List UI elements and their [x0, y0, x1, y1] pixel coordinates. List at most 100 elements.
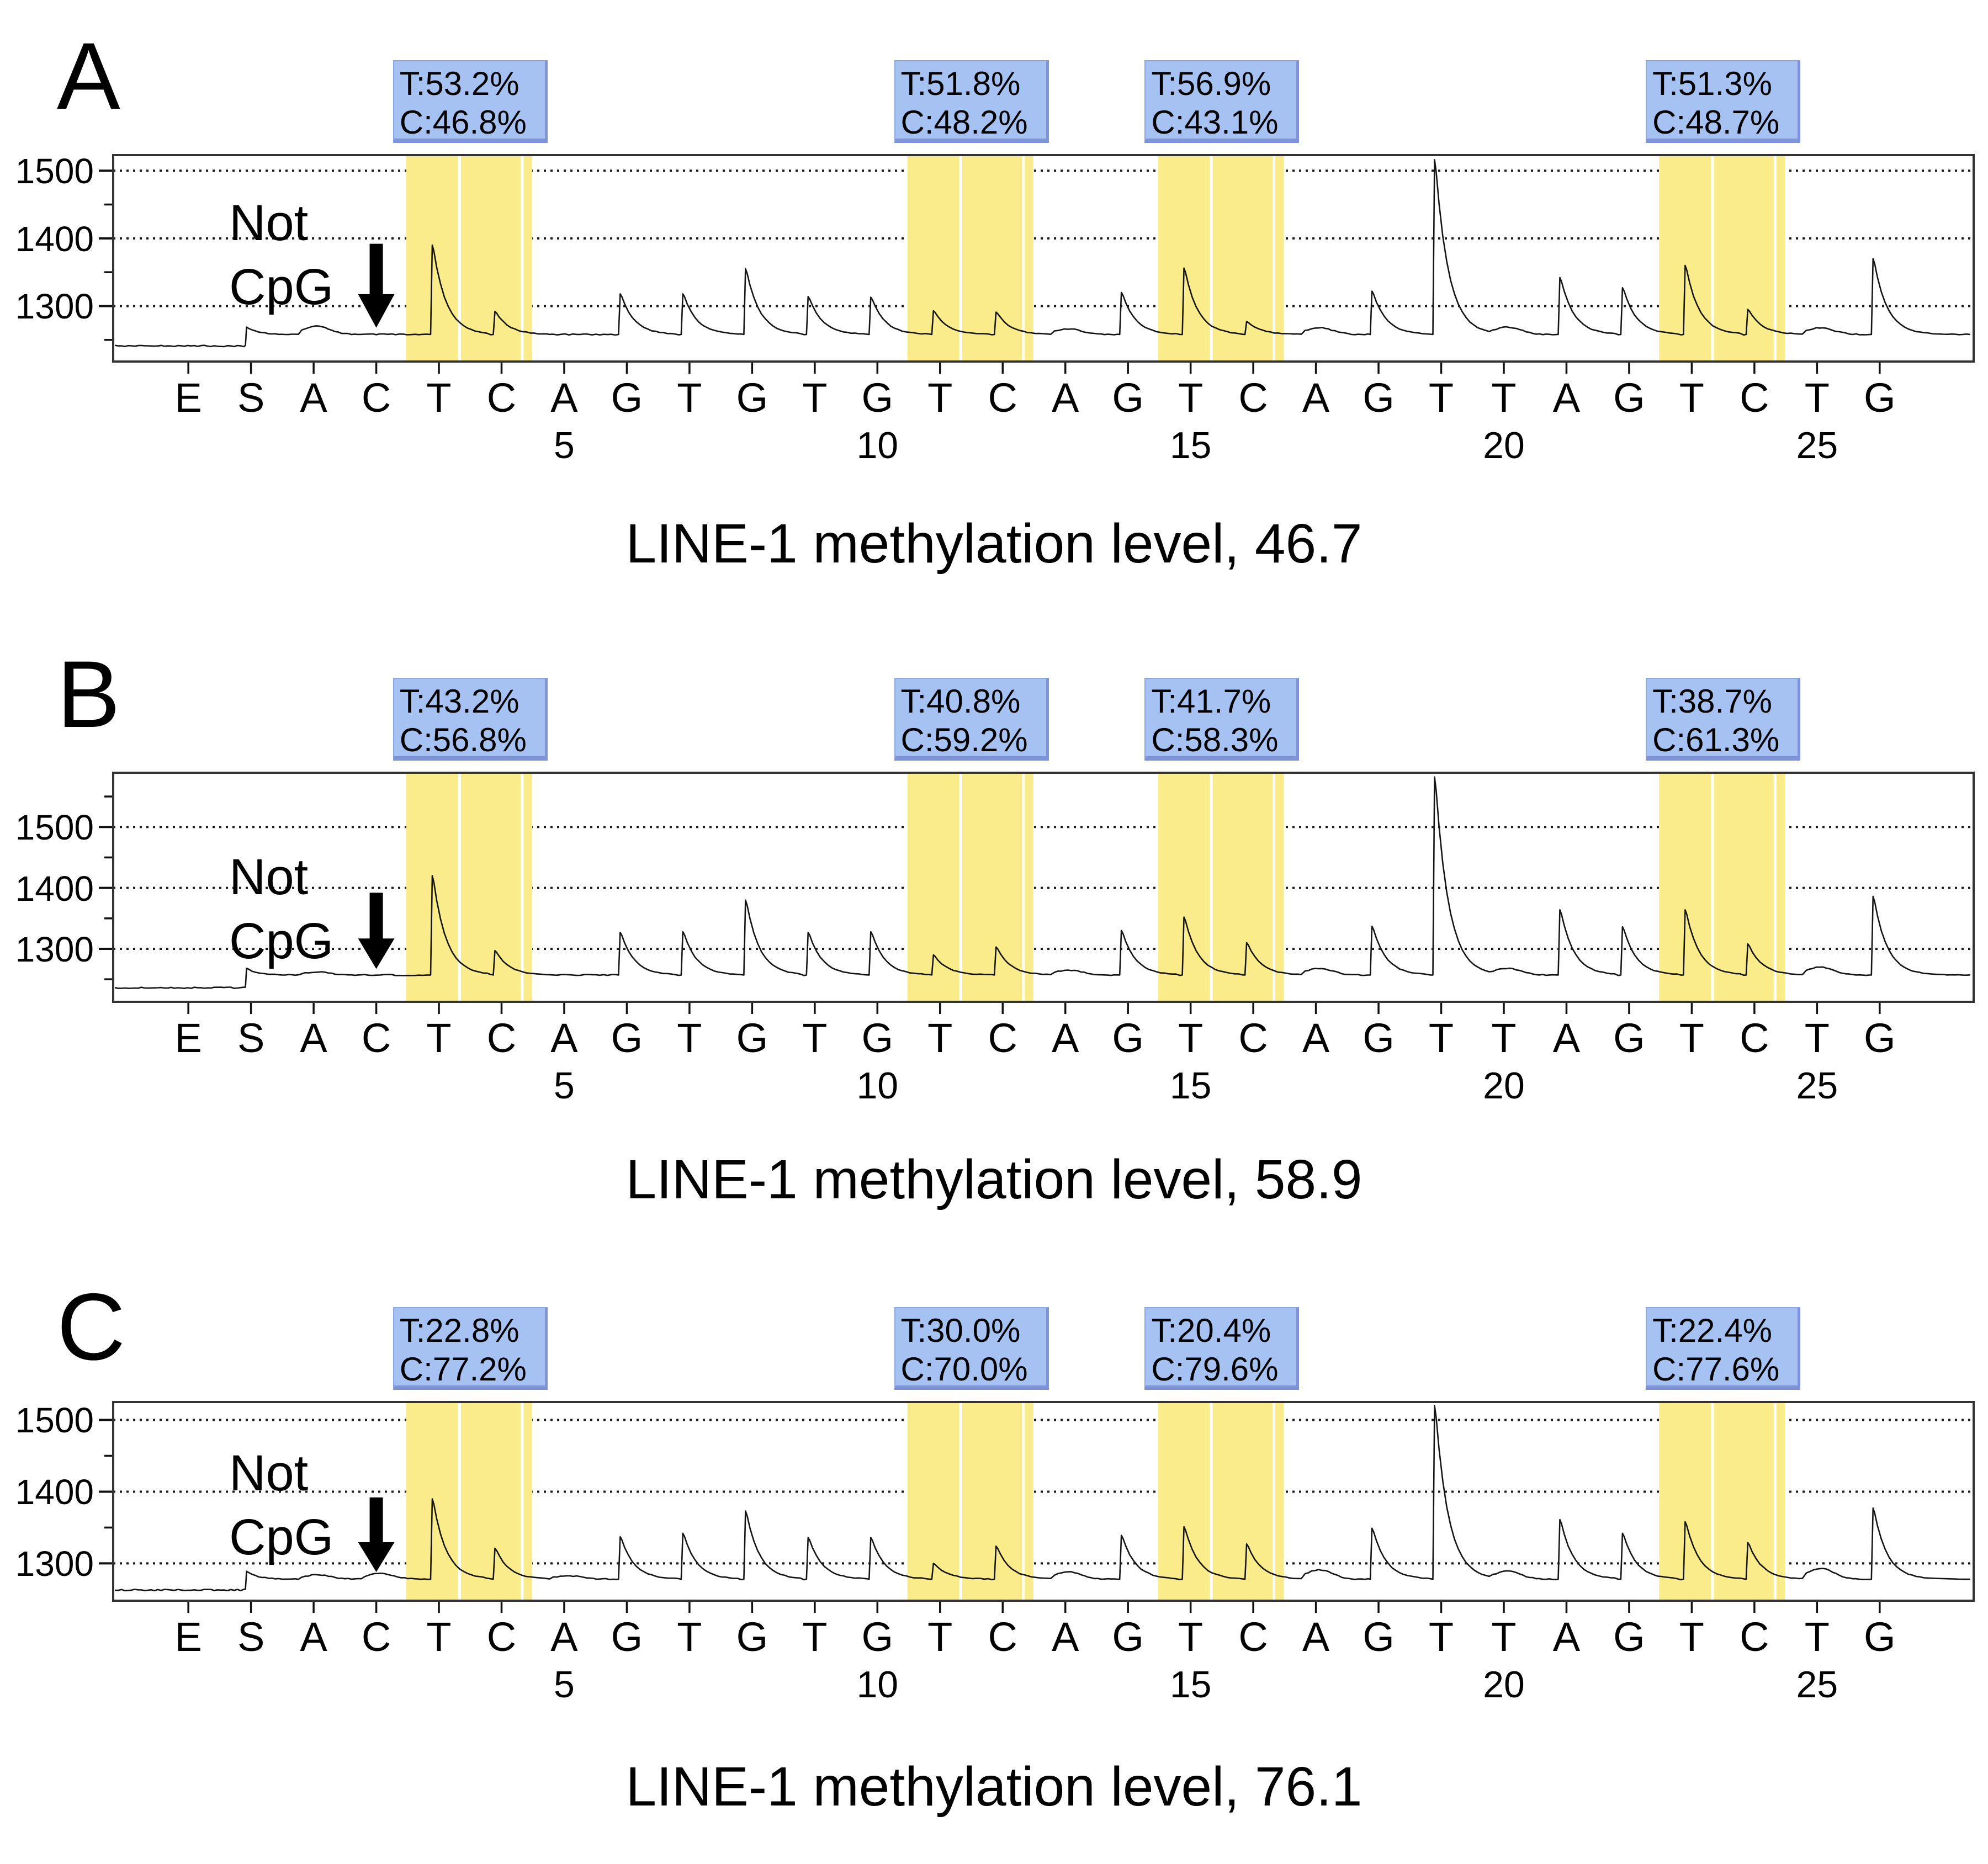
sequence-letter: A	[1052, 375, 1079, 421]
dispensation-number: 25	[1796, 424, 1838, 466]
sequence-letter: C	[988, 1614, 1017, 1660]
c-percent: C:61.3%	[1652, 721, 1780, 758]
dispensation-number: 25	[1796, 1664, 1838, 1706]
sequence-letter: C	[361, 1614, 391, 1660]
cpg-percent-box: T:22.8% C:77.2%	[393, 1307, 548, 1390]
c-percent: C:77.6%	[1652, 1351, 1780, 1388]
caption: LINE-1 methylation level, 46.7	[625, 513, 1363, 575]
caption: LINE-1 methylation level, 58.9	[625, 1149, 1363, 1210]
sequence-letter: G	[861, 375, 894, 421]
dispensation-number: 10	[856, 424, 899, 466]
sequence-letter: A	[300, 375, 327, 421]
sequence-letter: S	[237, 1015, 265, 1061]
sequence-letter: A	[300, 1015, 327, 1061]
sequence-letter: T	[1804, 1614, 1830, 1660]
sequence-letter: C	[486, 375, 517, 421]
c-percent: C:59.2%	[900, 721, 1028, 758]
cpg-highlight	[907, 774, 1033, 1001]
cpg-percent-box: T:43.2% C:56.8%	[393, 678, 548, 761]
sequence-letter: C	[361, 375, 391, 421]
cpg-highlight	[1158, 156, 1284, 361]
c-percent: C:79.6%	[1151, 1351, 1279, 1388]
sequence-letter: G	[1112, 1015, 1144, 1061]
t-percent: T:22.8%	[399, 1312, 519, 1349]
sequence-letter: T	[1428, 1015, 1454, 1061]
sequence-letter: T	[802, 375, 828, 421]
y-tick-label: 1500	[15, 1400, 94, 1441]
sequence-letter: T	[1491, 375, 1517, 421]
sequence-letter: A	[1552, 1015, 1581, 1061]
dispensation-number: 5	[554, 424, 575, 466]
sequence-letter: T	[1491, 1614, 1517, 1660]
dispensation-number: 10	[856, 1664, 899, 1706]
c-percent: C:70.0%	[900, 1351, 1028, 1388]
sequence-letter: T	[677, 1614, 702, 1660]
cpg-highlight	[406, 1403, 533, 1600]
c-percent: C:43.1%	[1151, 104, 1279, 141]
c-percent: C:56.8%	[399, 721, 527, 758]
not-cpg-arrow-icon	[358, 243, 395, 328]
cpg-percent-box: T:41.7% C:58.3%	[1144, 678, 1300, 761]
not-cpg-label: Not CpG	[229, 194, 334, 315]
sequence-letter: A	[1052, 1015, 1079, 1061]
sequence-letter: C	[1238, 1614, 1268, 1660]
sequence-letter: A	[550, 375, 578, 421]
sequence-letter: G	[861, 1015, 894, 1061]
sequence-letter: A	[1302, 1015, 1330, 1061]
sequence-letter: T	[1679, 1614, 1704, 1660]
plot-border	[112, 1401, 1975, 1602]
dispensation-number: 15	[1169, 1664, 1212, 1706]
pyrogram-trace	[114, 159, 1970, 348]
c-percent: C:46.8%	[399, 104, 527, 141]
sequence-letter: G	[1864, 375, 1896, 421]
cpg-percent-box: T:51.8% C:48.2%	[894, 60, 1049, 143]
sequence-letter: E	[174, 375, 202, 421]
sequence-letter: T	[1804, 375, 1830, 421]
y-tick-label: 1300	[15, 286, 94, 327]
sequence-letter: C	[361, 1015, 391, 1061]
sequence-letter: G	[1363, 1614, 1395, 1660]
sequence-letter: T	[426, 375, 452, 421]
dispensation-number: 20	[1483, 1065, 1525, 1107]
c-percent: C:58.3%	[1151, 721, 1279, 758]
pyrogram-panel	[99, 1401, 1975, 1613]
cpg-highlight	[1659, 1403, 1785, 1600]
sequence-letter: T	[802, 1614, 828, 1660]
c-percent: C:77.2%	[399, 1351, 527, 1388]
sequence-letter: A	[1552, 1614, 1581, 1660]
cpg-highlight	[907, 1403, 1033, 1600]
sequence-letter: G	[736, 1015, 768, 1061]
y-tick-label: 1400	[15, 1472, 94, 1512]
sequence-letter: S	[237, 375, 265, 421]
dispensation-number: 15	[1169, 424, 1212, 466]
dispensation-number: 15	[1169, 1065, 1212, 1107]
sequence-letter: T	[927, 375, 953, 421]
sequence-letter: T	[1679, 1015, 1704, 1061]
t-percent: T:38.7%	[1652, 683, 1772, 720]
sequence-letter: T	[1178, 1614, 1204, 1660]
sequence-letter: A	[300, 1614, 327, 1660]
sequence-letter: E	[174, 1015, 202, 1061]
sequence-letter: T	[927, 1614, 953, 1660]
pyrogram-panel	[99, 154, 1975, 374]
sequence-letter: G	[1864, 1015, 1896, 1061]
not-cpg-label: Not CpG	[229, 1445, 334, 1566]
sequence-letter: A	[1302, 1614, 1330, 1660]
sequence-letter: C	[1238, 1015, 1268, 1061]
sequence-letter: C	[988, 375, 1017, 421]
cpg-percent-box: T:38.7% C:61.3%	[1646, 678, 1801, 761]
cpg-highlight	[907, 156, 1033, 361]
sequence-letter: G	[1613, 375, 1645, 421]
sequence-letter: T	[1804, 1015, 1830, 1061]
t-percent: T:40.8%	[900, 683, 1021, 720]
sequence-letter: G	[1613, 1015, 1645, 1061]
y-tick-label: 1300	[15, 1544, 94, 1584]
cpg-highlight	[1158, 1403, 1284, 1600]
sequence-letter: G	[611, 1614, 643, 1660]
cpg-percent-box: T:30.0% C:70.0%	[894, 1307, 1049, 1390]
t-percent: T:51.8%	[900, 65, 1021, 102]
sequence-letter: C	[988, 1015, 1017, 1061]
sequence-letter: G	[736, 1614, 768, 1660]
sequence-letter: T	[802, 1015, 828, 1061]
